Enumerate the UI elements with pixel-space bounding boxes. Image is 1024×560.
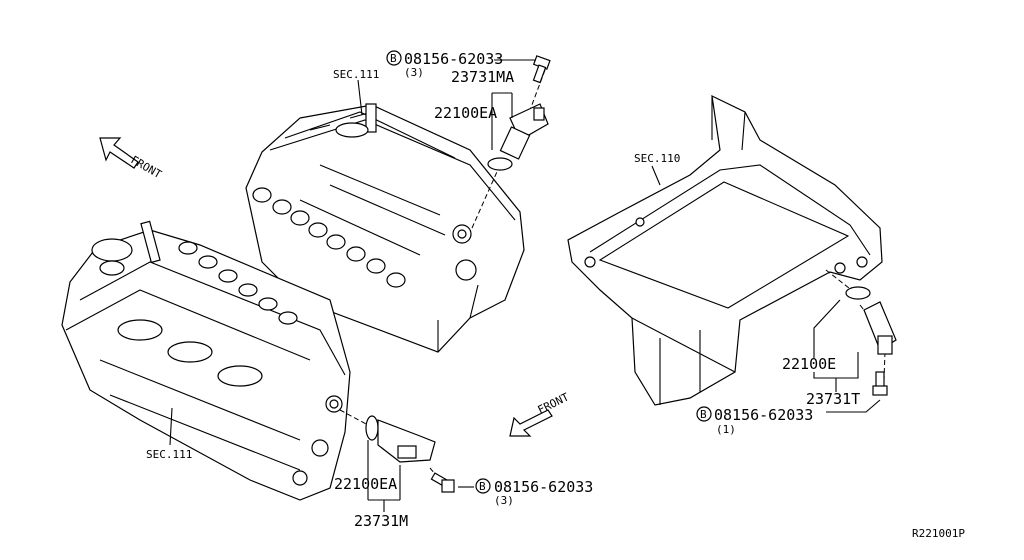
- oil-pan: [567, 94, 883, 406]
- bolt-top-callout: B 08156-62033 (3): [386, 50, 503, 79]
- sensor-right-part-number: 23731T: [806, 390, 860, 408]
- sec111-bottom-label: SEC.111: [146, 448, 192, 461]
- lower-head-ports: [178, 241, 298, 325]
- lower-cylinder-head: [61, 220, 351, 501]
- bolt-top-part-number: 08156-62033: [404, 50, 503, 68]
- upper-head-ports: [252, 187, 406, 288]
- bottom-o-ring: [365, 415, 379, 441]
- sec111-top-leader: [357, 79, 363, 116]
- sec110-leader: [651, 165, 661, 186]
- right-bolt: [872, 371, 888, 396]
- bottom-cam-sensor: [377, 419, 436, 463]
- bolt-right-quantity: (1): [716, 423, 736, 436]
- bolt-right-callout: B 08156-62033 (1): [696, 406, 813, 436]
- bottom-sensor-group: [339, 409, 455, 512]
- top-sensor-group: [471, 55, 551, 229]
- bolt-bottom-marker: [475, 478, 491, 494]
- bolt-bottom-callout: B 08156-62033 (3): [475, 478, 593, 507]
- bolt-top-marker: [386, 50, 402, 66]
- sec111-top-label: SEC.111: [333, 68, 379, 81]
- front-mid-label: FRONT: [536, 390, 572, 416]
- sec111-bottom-leader: [169, 407, 173, 446]
- oring-right-part-number: 22100E: [782, 355, 836, 373]
- bolt-right-marker-letter: B: [700, 408, 707, 421]
- top-bolt: [532, 55, 551, 84]
- bolt-bottom-part-number: 08156-62033: [494, 478, 593, 496]
- top-cam-sensor: [499, 103, 549, 160]
- diagram-code: R221001P: [912, 527, 965, 540]
- bolt-top-marker-letter: B: [390, 52, 397, 65]
- top-o-ring: [487, 157, 513, 171]
- sec110-label: SEC.110: [634, 152, 680, 165]
- sensor-bottom-part-number: 23731M: [354, 512, 408, 530]
- right-sensor-group: [813, 269, 897, 413]
- upper-cylinder-head: [245, 103, 525, 353]
- front-top-label: FRONT: [129, 153, 165, 181]
- oring-bottom-part-number: 22100EA: [334, 475, 397, 493]
- bottom-bolt: [430, 472, 455, 493]
- sensor-top-part-number: 23731MA: [451, 68, 514, 86]
- bolt-bottom-marker-letter: B: [479, 480, 486, 493]
- front-arrow-top: [99, 137, 139, 169]
- bolt-bottom-quantity: (3): [494, 494, 514, 507]
- bolt-right-part-number: 08156-62033: [714, 406, 813, 424]
- oring-top-part-number: 22100EA: [434, 104, 497, 122]
- front-arrow-mid: [509, 409, 553, 437]
- bolt-top-quantity: (3): [404, 66, 424, 79]
- right-crank-sensor: [863, 301, 897, 355]
- right-o-ring: [845, 286, 871, 300]
- bolt-right-marker: [696, 406, 712, 422]
